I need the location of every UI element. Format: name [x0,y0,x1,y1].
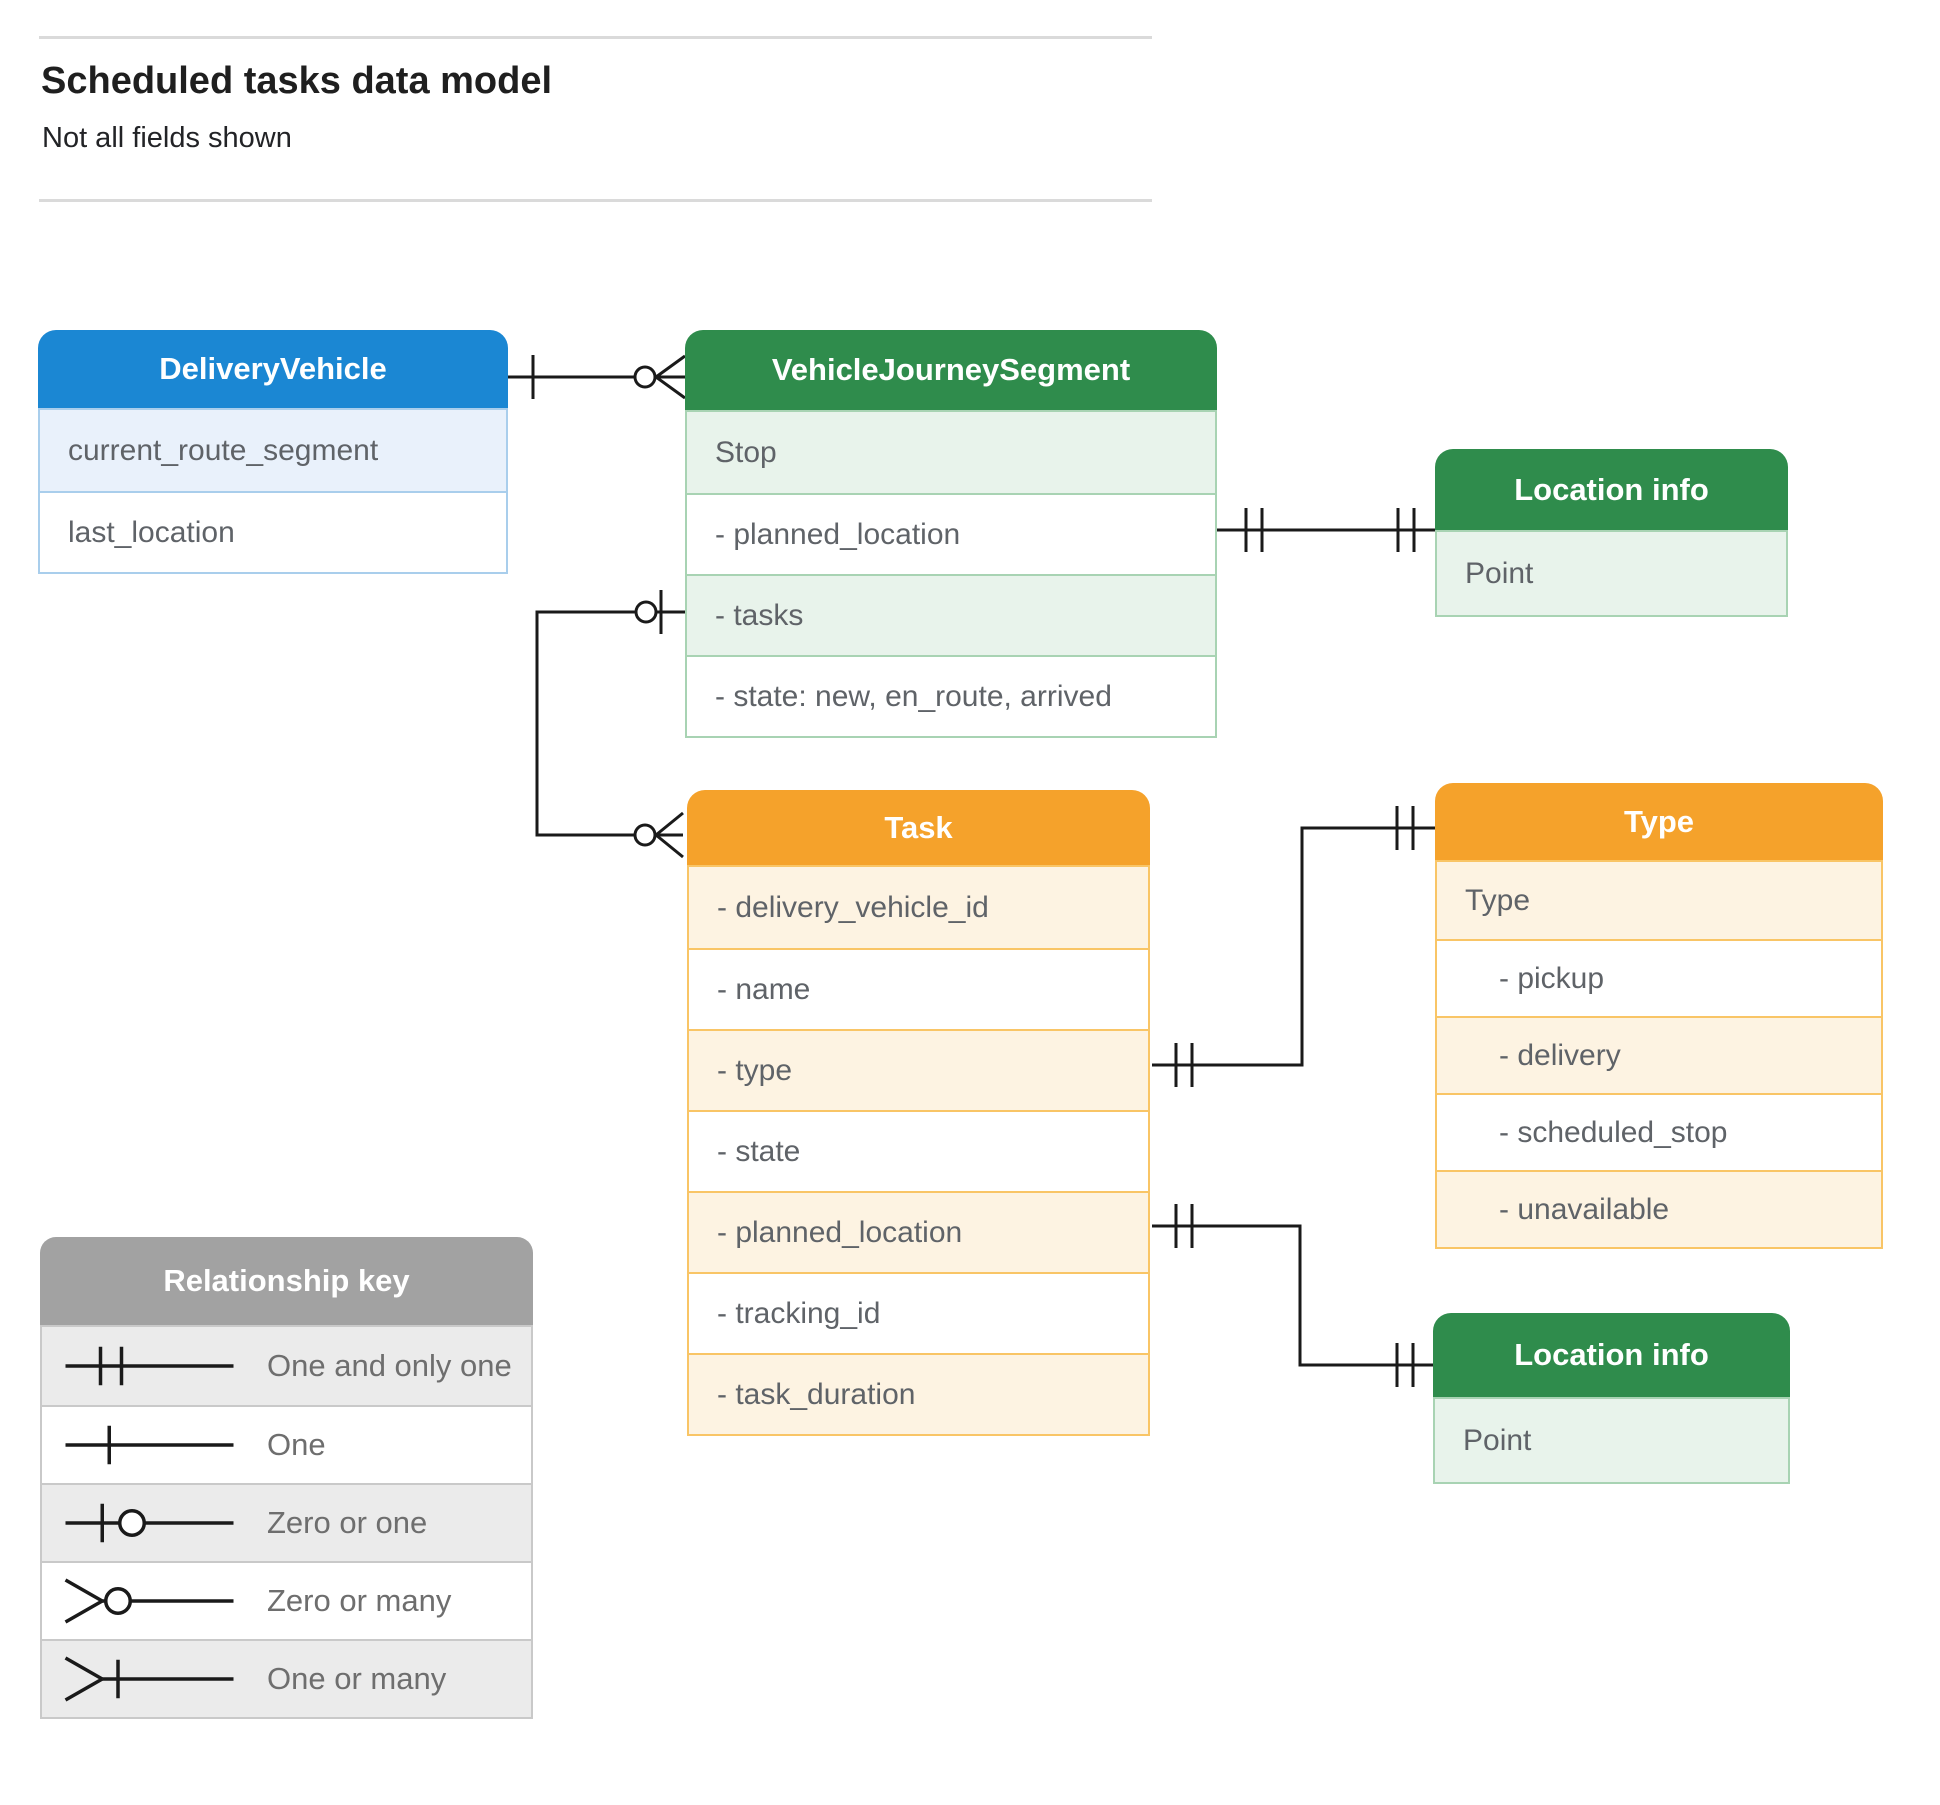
entity-delivery-vehicle: DeliveryVehicle current_route_segment la… [38,330,508,574]
field-row: Stop [687,412,1215,493]
field-row: - unavailable [1437,1170,1881,1247]
field-row: - name [689,948,1148,1029]
entity-type: Type Type - pickup - delivery - schedule… [1435,783,1883,1249]
connector-deliveryvehicle-vehiclejourneysegment [508,354,686,400]
entity-task: Task - delivery_vehicle_id - name - type… [687,790,1150,1436]
entity-header: Task [687,790,1150,865]
field-row: - tasks [687,574,1215,655]
field-row: - planned_location [689,1191,1148,1272]
legend-row: One [42,1405,531,1483]
legend-row: One and only one [42,1327,531,1405]
entity-header: Location info [1433,1313,1790,1397]
legend-label: Zero or one [267,1505,428,1540]
relationship-key: Relationship key One and only one One Ze… [40,1237,533,1719]
zero-or-one-icon [65,1503,234,1543]
field-row: Point [1437,532,1786,615]
field-row: - planned_location [687,493,1215,574]
one-and-only-one-icon [65,1346,234,1386]
entity-header: DeliveryVehicle [38,330,508,408]
legend-label: One [267,1427,326,1462]
legend-row: One or many [42,1639,531,1717]
field-row: Point [1435,1399,1788,1482]
legend-row: Zero or many [42,1561,531,1639]
entity-header: VehicleJourneySegment [685,330,1217,410]
field-row: Type [1437,862,1881,939]
top-divider [39,36,1152,39]
field-row: - task_duration [689,1353,1148,1434]
connector-task-locationinfo [1152,1204,1433,1387]
legend-label: Zero or many [267,1583,452,1618]
entity-header: Type [1435,783,1883,860]
legend-label: One or many [267,1661,447,1696]
entity-location-info-bottom: Location info Point [1433,1313,1790,1484]
one-or-many-icon [64,1656,234,1702]
field-row: - pickup [1437,939,1881,1016]
entity-location-info-top: Location info Point [1435,449,1788,617]
connector-vehiclejourneysegment-task [535,590,685,859]
field-row: - tracking_id [689,1272,1148,1353]
field-row: - state: new, en_route, arrived [687,655,1215,736]
field-row: - delivery [1437,1016,1881,1093]
legend-label: One and only one [267,1348,512,1383]
field-row: last_location [40,491,506,572]
connector-vehiclejourneysegment-locationinfo [1217,508,1435,552]
page-subtitle: Not all fields shown [42,122,292,154]
entity-header: Location info [1435,449,1788,530]
page-title: Scheduled tasks data model [41,60,553,102]
field-row: - delivery_vehicle_id [689,867,1148,948]
field-row: - state [689,1110,1148,1191]
bottom-divider [39,199,1152,202]
relationship-key-title: Relationship key [40,1237,533,1325]
field-row: - type [689,1029,1148,1110]
connector-task-type [1152,806,1435,1087]
legend-row: Zero or one [42,1483,531,1561]
entity-vehicle-journey-segment: VehicleJourneySegment Stop - planned_loc… [685,330,1217,738]
one-icon [65,1425,234,1465]
field-row: current_route_segment [40,410,506,491]
zero-or-many-icon [64,1578,234,1624]
field-row: - scheduled_stop [1437,1093,1881,1170]
